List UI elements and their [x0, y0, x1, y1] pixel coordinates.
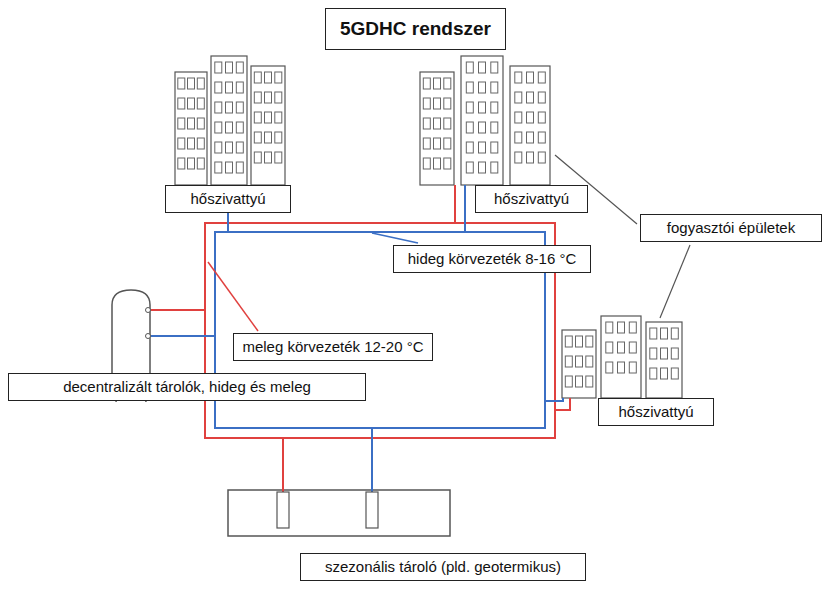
building — [562, 330, 596, 398]
label-box: hőszivattyú — [165, 185, 291, 213]
label-text: meleg körvezeték 12-20 °C — [242, 338, 423, 355]
label-box: fogyasztói épületek — [640, 214, 822, 242]
borehole — [277, 492, 289, 528]
title-text: 5GDHC rendszer — [340, 18, 491, 39]
warm-pipe — [282, 438, 284, 492]
leader-line — [660, 245, 690, 318]
title-box: 5GDHC rendszer — [325, 8, 506, 50]
label-text: fogyasztói épületek — [667, 219, 795, 236]
label-box: hőszivattyú — [475, 185, 588, 213]
warm-pipe — [454, 185, 456, 223]
building — [251, 66, 285, 185]
borehole — [366, 492, 378, 528]
seasonal-storage — [228, 490, 450, 536]
label-text: hőszivattyú — [190, 190, 265, 207]
cold-pipe — [151, 335, 215, 337]
cold-pipe — [371, 428, 373, 492]
label-text: hőszivattyú — [618, 403, 693, 420]
building — [646, 322, 682, 398]
building-icons — [175, 56, 682, 398]
label-box: szezonális tároló (pld. geotermikus) — [300, 553, 586, 581]
building — [461, 56, 503, 185]
leader-line — [372, 233, 418, 243]
cold-pipe — [464, 185, 466, 232]
label-text: szezonális tároló (pld. geotermikus) — [325, 558, 561, 575]
label-box: hőszivattyú — [598, 398, 714, 426]
label-text: hőszivattyú — [494, 190, 569, 207]
cold-pipe — [227, 212, 229, 232]
cold-pipe — [545, 398, 563, 401]
label-box: hideg körvezeték 8-16 °C — [393, 245, 591, 273]
label-box: decentralizált tárolók, hideg és meleg — [8, 373, 366, 401]
building — [601, 316, 641, 398]
label-text: hideg körvezeték 8-16 °C — [408, 250, 577, 267]
building — [420, 72, 454, 185]
warm-pipe — [151, 309, 205, 311]
building — [175, 72, 207, 185]
label-text: decentralizált tárolók, hideg és meleg — [63, 378, 311, 395]
building — [211, 56, 247, 185]
building — [510, 66, 550, 185]
leader-line — [208, 262, 258, 331]
label-box: meleg körvezeték 12-20 °C — [233, 333, 433, 361]
